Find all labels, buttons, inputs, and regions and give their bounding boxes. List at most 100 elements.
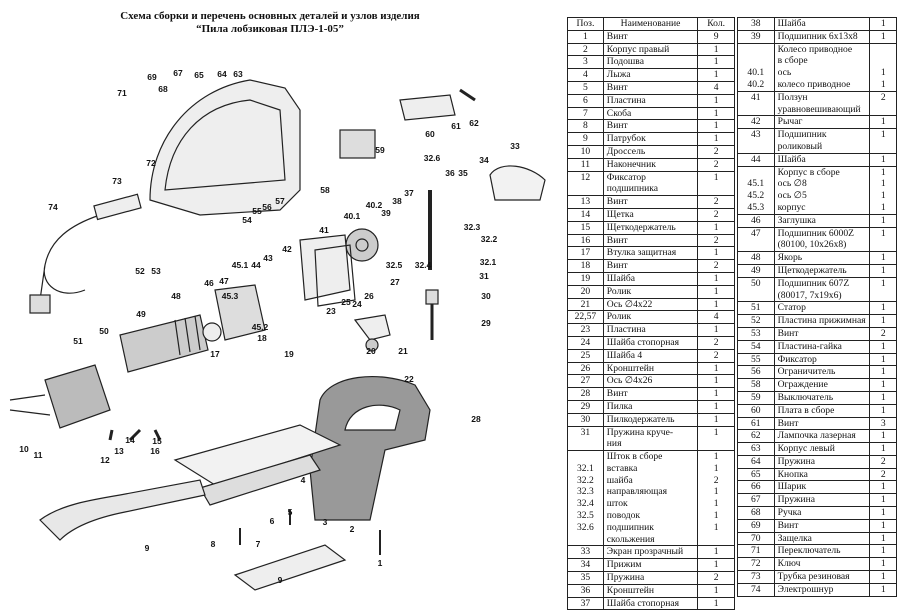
cell-pos: 29	[567, 399, 604, 414]
cell-qty: 1	[869, 226, 897, 253]
cell-qty: 1	[869, 29, 897, 44]
cell-qty: 1	[697, 323, 735, 337]
callout-57: 57	[275, 196, 285, 206]
cell-qty: 1	[697, 425, 735, 452]
cell-pos: 28	[567, 387, 604, 401]
cell-pos: 6	[567, 93, 604, 108]
cell-pos: 10	[567, 144, 604, 159]
cell-name: Прижим	[602, 558, 699, 573]
callout-32-4: 32.4	[415, 260, 432, 270]
callout-31: 31	[479, 271, 489, 281]
stator-drawing	[44, 364, 111, 429]
cell-name: Шайба стопорная	[602, 335, 699, 350]
cell-pos: 17	[567, 246, 604, 261]
callout-39: 39	[381, 208, 391, 218]
cell-pos: 33	[567, 545, 604, 560]
cell-name: Винт	[773, 518, 871, 533]
cell-pos: 56	[737, 365, 775, 380]
cell-pos: 35	[567, 571, 604, 585]
cell-name: Корпус правый	[602, 42, 699, 57]
cell-qty: 1	[697, 271, 735, 286]
cell-name: Шток в сборе вставка шайба направляющая …	[602, 450, 699, 547]
cell-name: Плата в сборе	[773, 403, 871, 418]
cell-name: Пилкодержатель	[602, 412, 699, 427]
cell-qty: 1	[869, 429, 897, 444]
callout-61: 61	[451, 121, 461, 131]
armature-drawing	[119, 314, 209, 373]
cell-name: Заглушка	[773, 213, 871, 228]
cell-qty: 2	[697, 571, 735, 585]
cell-pos: 69	[737, 518, 775, 533]
cell-name: Винт	[602, 29, 699, 44]
cell-name: Патрубок	[602, 132, 699, 146]
callout-17: 17	[210, 349, 220, 359]
cell-name: Пилка	[602, 399, 699, 414]
cell-qty: 1	[869, 442, 897, 456]
callout-16: 16	[150, 446, 160, 456]
cell-name: Винт	[602, 233, 699, 248]
cell-pos: 61	[737, 416, 775, 431]
cell-name: Пластина-гайка	[773, 339, 871, 354]
cell-pos: 52	[737, 314, 775, 328]
cell-name: Шайба 4	[602, 348, 699, 363]
callout-29: 29	[481, 318, 491, 328]
cell-name: Наконечник	[602, 157, 699, 172]
callout-23: 23	[326, 306, 336, 316]
power-cord-drawing	[39, 214, 101, 301]
cell-qty: 1	[697, 55, 735, 70]
cell-name: Ось ∅4x22	[602, 297, 699, 312]
cell-name: Винт	[602, 195, 699, 209]
callout-30: 30	[481, 291, 491, 301]
callout-32-6: 32.6	[424, 153, 441, 163]
document-title: Схема сборки и перечень основных деталей…	[120, 10, 420, 22]
cell-name: Рычаг	[773, 115, 871, 130]
cell-qty: 2	[697, 207, 735, 222]
callout-19: 19	[284, 349, 294, 359]
cell-name: Статор	[773, 301, 871, 316]
callout-68: 68	[158, 84, 168, 94]
cell-pos: 67	[737, 493, 775, 508]
sole-drawing	[173, 424, 342, 486]
cell-qty: 1	[869, 115, 897, 130]
cell-pos: 24	[567, 335, 604, 350]
cell-pos: 14	[567, 207, 604, 222]
callout-34: 34	[479, 155, 489, 165]
cell-qty: 1	[697, 93, 735, 108]
cell-qty: 1 1 2 1 1 1 1	[697, 450, 735, 547]
cell-pos: 46	[737, 213, 775, 228]
callout-40-2: 40.2	[366, 200, 383, 210]
cell-qty: 1	[697, 297, 735, 312]
callout-40-1: 40.1	[344, 211, 361, 221]
cell-name: Винт	[602, 119, 699, 134]
cell-name: Колесо приводное в сборе ось колесо прив…	[773, 42, 871, 92]
callout-32-5: 32.5	[386, 260, 403, 270]
callout-9: 9	[145, 543, 150, 553]
cell-qty: 1	[697, 170, 735, 197]
cell-name: Ключ	[773, 557, 871, 572]
callout-12: 12	[100, 455, 110, 465]
cell-pos: 62	[737, 429, 775, 444]
cell-pos: 5	[567, 80, 604, 95]
cell-pos: 12	[567, 170, 604, 197]
